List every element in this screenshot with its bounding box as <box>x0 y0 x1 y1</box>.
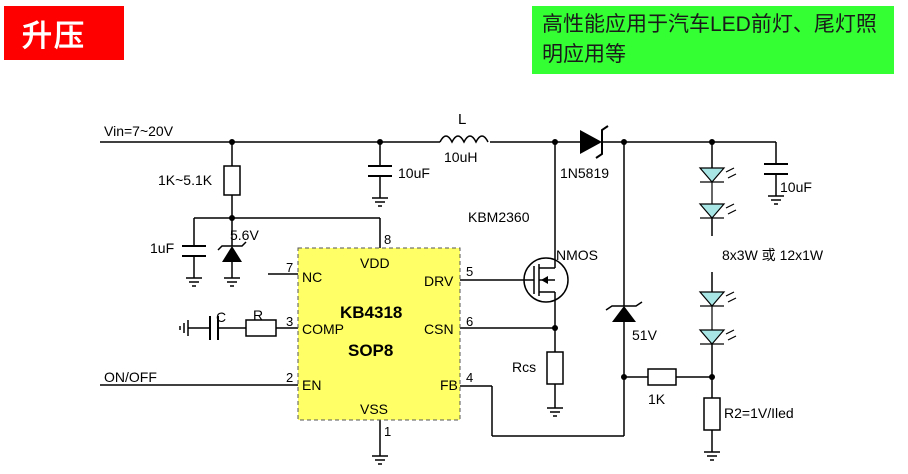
pin-drv-number: 5 <box>466 264 473 279</box>
pin-nc-label: NC <box>302 269 322 285</box>
pin-drv-label: DRV <box>424 273 454 289</box>
led-2 <box>698 203 737 219</box>
cap-1uf-label: 1uF <box>150 240 174 256</box>
inductor-value-label: 10uH <box>444 149 477 165</box>
cap-10uf-in-label: 10uF <box>398 165 430 181</box>
inductor-name-label: L <box>458 111 466 128</box>
pin-fb-number: 4 <box>466 370 473 385</box>
wires <box>100 141 777 456</box>
pin-csn-label: CSN <box>424 321 454 337</box>
mosfet-type-label: NMOS <box>556 247 598 263</box>
chip-name: KB4318 <box>340 303 402 322</box>
title-banner: 升压 <box>4 6 124 60</box>
inductor <box>439 135 489 144</box>
r-top-label: 1K~5.1K <box>158 172 213 188</box>
rcs-label: Rcs <box>512 359 536 375</box>
chip <box>297 247 461 421</box>
pin-en-number: 2 <box>286 370 293 385</box>
zener-51v <box>605 301 643 322</box>
title-text: 升压 <box>22 19 86 54</box>
led-config-label: 8x3W 或 12x1W <box>722 247 824 263</box>
led-4 <box>698 329 737 345</box>
pin-vss-number: 1 <box>384 424 391 439</box>
comp-r-label: R <box>253 307 263 323</box>
junctions <box>229 139 715 380</box>
pin-en-label: EN <box>302 377 321 393</box>
pin-vdd-number: 8 <box>384 232 391 247</box>
resistor-top <box>223 165 241 196</box>
subtitle-banner: 高性能应用于汽车LED前灯、尾灯照明应用等 <box>532 6 894 74</box>
vin-label: Vin=7~20V <box>104 123 174 139</box>
resistor-rcs <box>546 351 564 385</box>
subtitle-text: 高性能应用于汽车LED前灯、尾灯照明应用等 <box>542 13 877 66</box>
resistor-r2 <box>703 397 721 431</box>
capacitor-1uf <box>182 245 206 257</box>
r2-label: R2=1V/Iled <box>724 405 794 421</box>
zener-51-label: 51V <box>632 327 658 343</box>
led-1 <box>698 167 737 183</box>
schottky-diode <box>580 125 609 159</box>
led-string <box>698 167 737 345</box>
diode-label: 1N5819 <box>560 165 609 181</box>
pin-comp-label: COMP <box>302 321 344 337</box>
pin-csn-number: 6 <box>466 314 473 329</box>
pin-vss-label: VSS <box>360 401 388 417</box>
pin-fb-label: FB <box>440 377 458 393</box>
capacitor-10uf-in <box>368 165 392 177</box>
cap-10uf-out-label: 10uF <box>780 179 812 195</box>
zener-56-label: 5.6V <box>230 227 259 243</box>
comp-c-label: C <box>216 309 226 325</box>
capacitor-10uf-out <box>764 163 788 175</box>
mosfet <box>523 252 569 303</box>
led-3 <box>698 291 737 307</box>
pin-vdd-label: VDD <box>360 255 390 271</box>
comp-network <box>179 316 277 340</box>
mosfet-part-label: KBM2360 <box>468 209 530 225</box>
pin-comp-number: 3 <box>286 314 293 329</box>
chip-package: SOP8 <box>348 341 393 360</box>
on-off-label: ON/OFF <box>104 369 157 385</box>
resistor-1k <box>647 368 677 386</box>
pin-nc-number: 7 <box>286 260 293 275</box>
zener-5v6 <box>217 241 247 262</box>
r-1k-label: 1K <box>648 391 666 407</box>
